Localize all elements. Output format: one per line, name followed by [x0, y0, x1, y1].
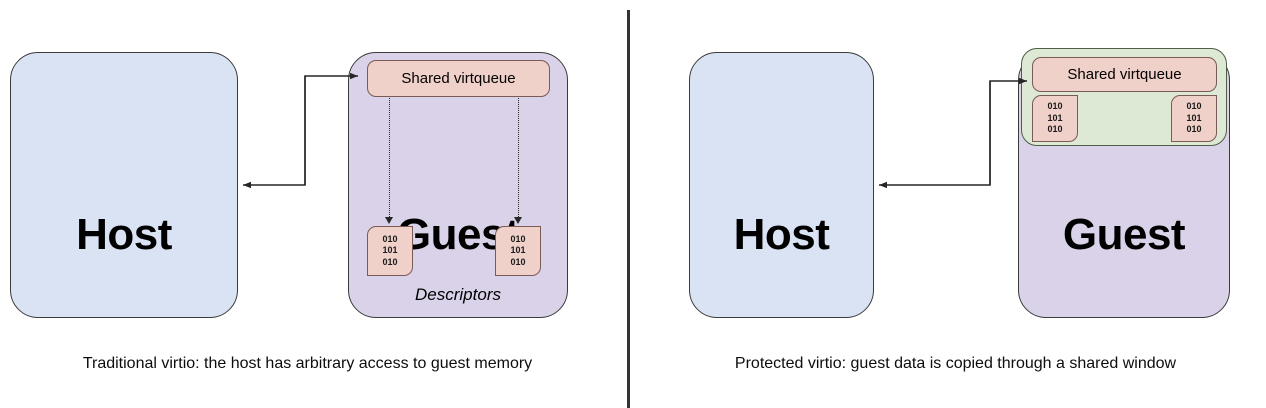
- descriptor-box-2: 010 101 010: [495, 226, 541, 276]
- descriptor-bits-line: 101: [1186, 112, 1202, 123]
- virtqueue-descriptor-arrowhead-2: [514, 217, 522, 224]
- virtqueue-descriptor-arrowhead-1: [385, 217, 393, 224]
- descriptor-bits-line: 010: [382, 233, 398, 244]
- descriptor-bits-line: 010: [510, 256, 526, 267]
- descriptor-bits-line: 101: [1047, 112, 1063, 123]
- descriptor-bits-line: 101: [382, 245, 398, 256]
- panel-traditional-virtio: Host Guest Shared virtqueue 010 101 010 …: [10, 52, 568, 372]
- host-label: Host: [76, 210, 172, 259]
- virtqueue-descriptor-connector-1: [389, 98, 390, 217]
- descriptor-bits-line: 010: [1186, 124, 1202, 135]
- shared-virtqueue-box-traditional: Shared virtqueue: [367, 60, 550, 97]
- host-label: Host: [733, 210, 830, 259]
- host-box-traditional: Host: [10, 52, 238, 318]
- descriptor-bits-line: 010: [1047, 124, 1063, 135]
- descriptor-box-1: 010 101 010: [367, 226, 413, 276]
- panel-divider: [627, 10, 630, 408]
- guest-label: Guest: [1062, 210, 1186, 259]
- descriptor-bits-line: 010: [1047, 101, 1063, 112]
- descriptor-bits-line: 101: [510, 245, 526, 256]
- descriptor-bits-line: 010: [382, 256, 398, 267]
- virtqueue-descriptor-connector-2: [518, 98, 519, 217]
- caption-traditional: Traditional virtio: the host has arbitra…: [82, 355, 533, 372]
- shared-virtqueue-box-protected: Shared virtqueue: [1032, 57, 1217, 92]
- descriptor-box-2: 010 101 010: [1171, 95, 1217, 142]
- caption-protected: Protected virtio: guest data is copied t…: [734, 355, 1177, 372]
- descriptor-bits-line: 010: [510, 233, 526, 244]
- panel-protected-virtio: Host Guest Shared virtqueue 010 101 010 …: [633, 0, 1266, 408]
- host-box-protected: Host: [689, 52, 874, 318]
- descriptor-bits-line: 010: [1186, 101, 1202, 112]
- descriptors-caption: Descriptors: [415, 285, 501, 304]
- descriptor-box-1: 010 101 010: [1032, 95, 1078, 142]
